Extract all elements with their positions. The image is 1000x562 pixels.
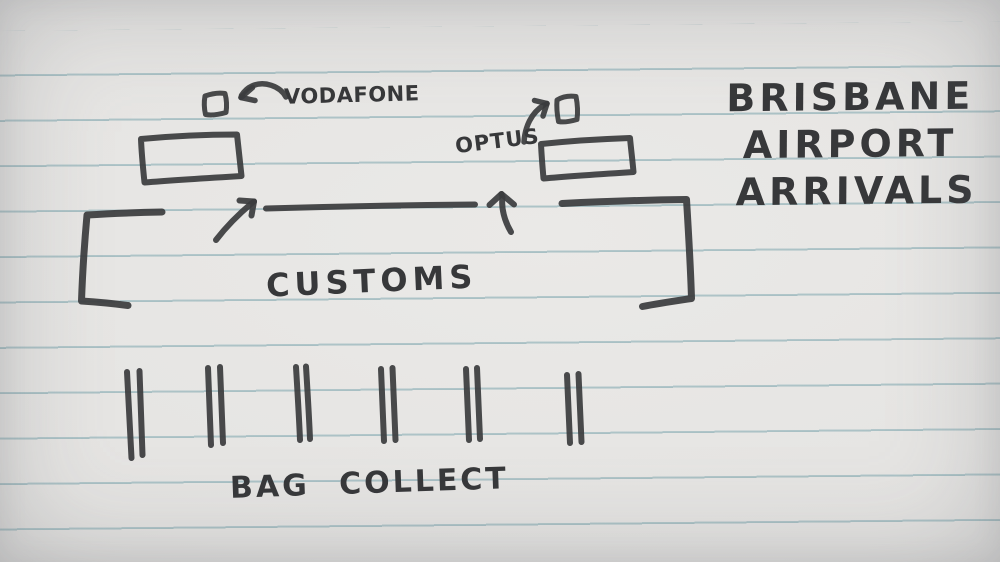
- optus-arrow-icon: [521, 97, 550, 145]
- title-line-1: BRISBANE: [726, 73, 975, 121]
- customs-entry-arrow-middle-icon: [486, 191, 517, 235]
- vodafone-sign-square-icon: [201, 90, 230, 118]
- baggage-lane-mark: [378, 365, 399, 444]
- customs-right-bracket: [558, 196, 695, 310]
- baggage-lane-mark: [463, 365, 483, 443]
- baggage-lane-mark: [293, 363, 313, 443]
- vodafone-label: VODAFONE: [283, 81, 420, 109]
- optus-sign-square-icon: [554, 93, 581, 125]
- baggage-lane-mark: [205, 364, 226, 448]
- baggage-lane-mark: [564, 371, 585, 446]
- vodafone-kiosk-shape: [138, 131, 245, 186]
- baggage-lane-mark: [124, 368, 146, 461]
- title-line-3: ARRIVALS: [735, 167, 978, 215]
- page-title: BRISBANE AIRPORT ARRIVALS: [722, 73, 979, 217]
- title-line-2: AIRPORT: [742, 120, 958, 168]
- optus-kiosk-shape: [538, 135, 637, 182]
- customs-entry-arrow-left-icon: [213, 197, 257, 243]
- vodafone-arrow-icon: [238, 81, 289, 104]
- customs-top-line: [263, 201, 478, 212]
- customs-left-bracket: [78, 208, 166, 309]
